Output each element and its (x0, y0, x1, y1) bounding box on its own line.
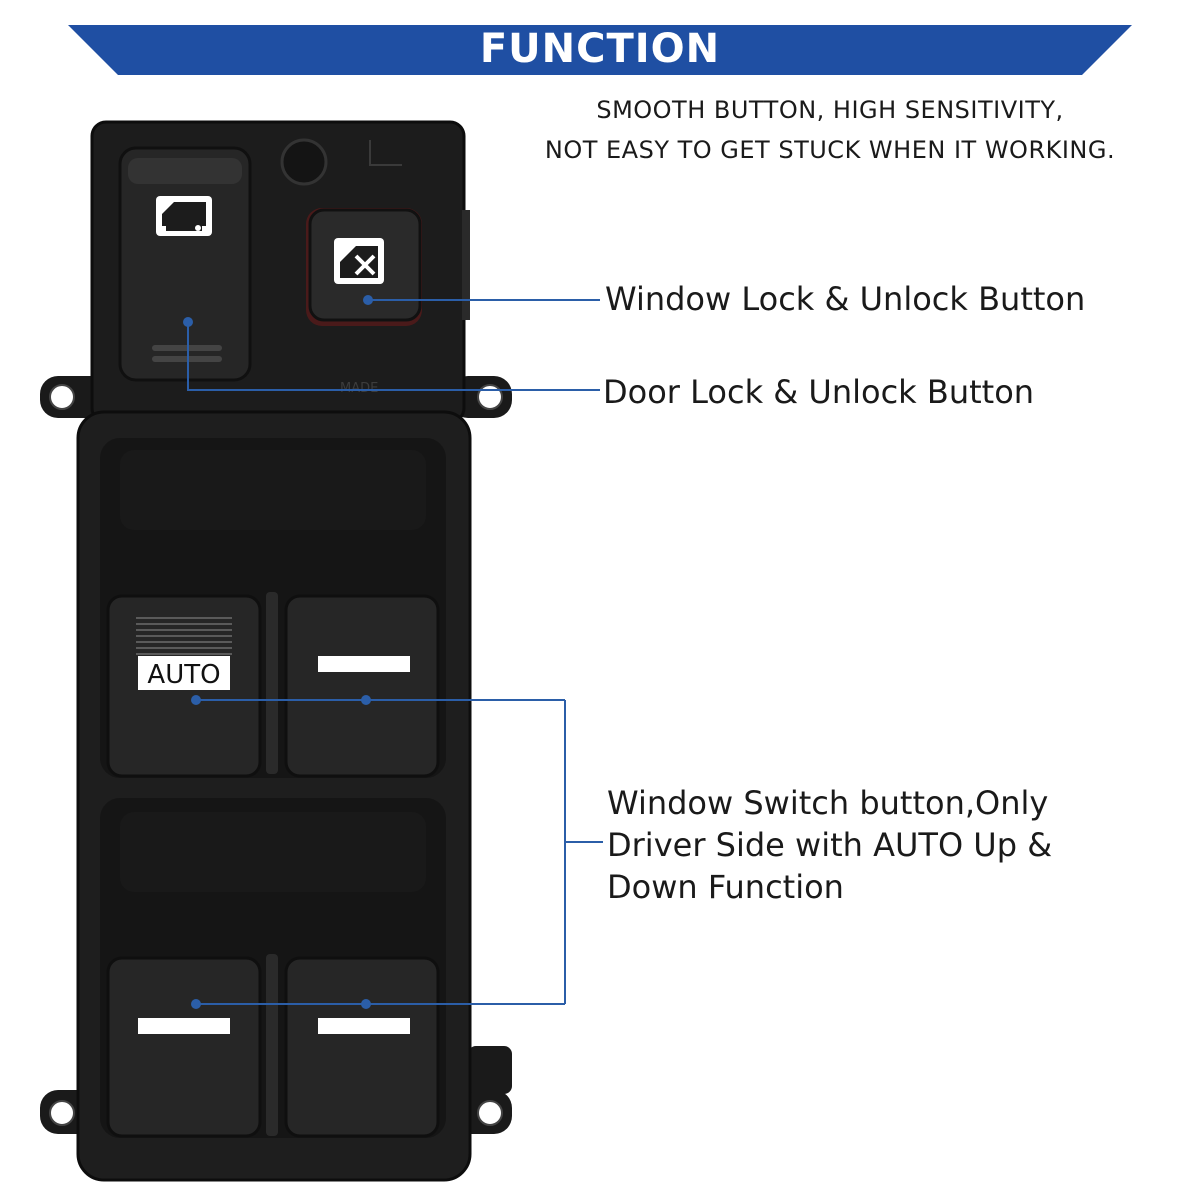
switch-indicator-bar (138, 1018, 230, 1034)
function-title: FUNCTION (479, 26, 721, 72)
subtitle-line-2: NOT EASY TO GET STUCK WHEN IT WORKING. (544, 136, 1116, 164)
subtitle-line-1: SMOOTH BUTTON, HIGH SENSITIVITY, (596, 96, 1064, 124)
auto-label: AUTO (147, 660, 220, 690)
window-switch-front-right[interactable] (284, 594, 440, 778)
function-banner (68, 25, 1132, 75)
upper-housing: MADE (40, 120, 512, 424)
switch-indicator-bar (318, 656, 410, 672)
window-switch-callout-line-3: Down Function (607, 868, 844, 906)
auto-grip-lines (136, 617, 232, 655)
svg-text:MADE: MADE (340, 381, 378, 396)
door-lock-icon (156, 196, 212, 236)
window-lock-icon (334, 238, 384, 284)
door-lock-button[interactable] (118, 146, 252, 382)
leader-dots (183, 295, 373, 1009)
window-switch-rear-left[interactable] (106, 956, 262, 1138)
window-switch-callout-line-2: Driver Side with AUTO Up & (607, 826, 1053, 864)
switch-indicator-bar (318, 1018, 410, 1034)
auto-label-plate (138, 656, 230, 690)
window-lock-button[interactable] (306, 208, 422, 326)
window-lock-callout: Window Lock & Unlock Button (605, 280, 1086, 318)
door-lock-callout: Door Lock & Unlock Button (603, 373, 1035, 411)
leader-lines (187, 299, 603, 1005)
window-switch-callout: Window Switch button,Only Driver Side wi… (607, 782, 1052, 908)
door-lock-leader (187, 322, 600, 391)
window-switch-rear-right[interactable] (284, 956, 440, 1138)
window-switch-front-left[interactable]: AUTO (106, 594, 262, 778)
feature-subtitle: SMOOTH BUTTON, HIGH SENSITIVITY, NOT EAS… (480, 90, 1180, 170)
window-switch-callout-line-1: Window Switch button,Only (607, 784, 1049, 822)
